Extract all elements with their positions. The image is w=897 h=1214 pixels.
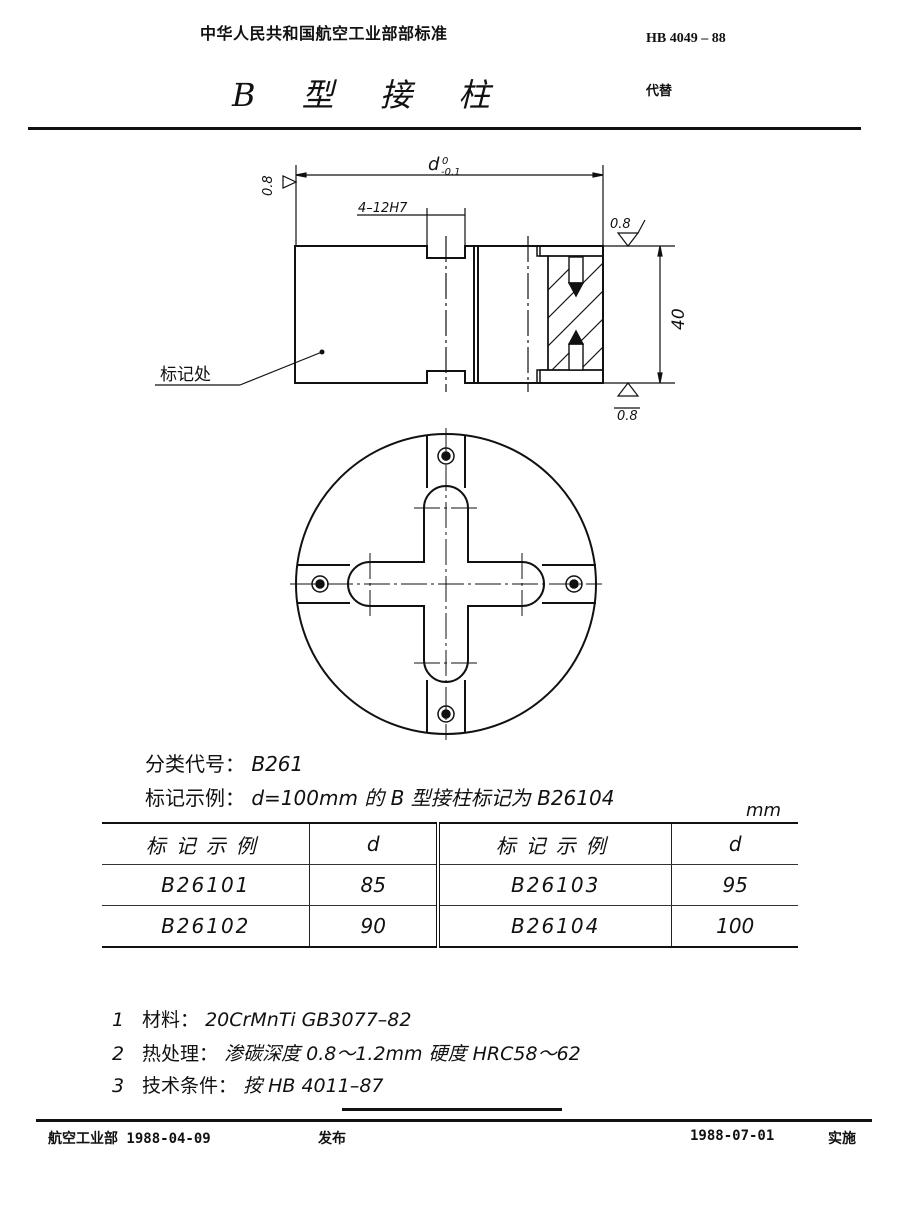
table-header-row: 标记示例 d 标记示例 d	[102, 822, 798, 865]
classification-value: B261	[251, 752, 304, 776]
cell-d: 95	[671, 864, 798, 906]
cell-d: 85	[309, 864, 441, 906]
notes-end-rule	[342, 1108, 562, 1111]
cell-code: B26102	[102, 905, 311, 948]
effective-date: 1988-07-01	[690, 1128, 775, 1144]
cell-code: B26104	[438, 905, 673, 948]
marking-example-value: d=100mm 的 B 型接柱标记为 B26104	[251, 786, 615, 810]
replaces-label: 代替	[646, 84, 673, 99]
note-text: 渗碳深度 0.8～1.2mm 硬度 HRC58～62	[224, 1043, 581, 1065]
dimension-d-tol-upper: 0	[442, 156, 448, 167]
spec-table: 标记示例 d 标记示例 d B26101 85 B26103 95 B26102…	[102, 822, 798, 948]
table-row: B26101 85 B26103 95	[102, 864, 798, 906]
roughness-bottom-right: 0.8	[617, 409, 638, 424]
note-label: 材料	[142, 1009, 181, 1031]
cell-d: 90	[309, 905, 441, 948]
hole-callout: 4–12H7	[358, 201, 408, 216]
marking-location-label: 标记处	[160, 365, 211, 385]
note-text: 按 HB 4011–87	[243, 1075, 384, 1097]
cell-code: B26103	[438, 864, 673, 906]
issuer-date: 航空工业部 1988-04-09	[48, 1131, 211, 1147]
dimension-d-label: d	[428, 154, 440, 175]
dimension-d-tol-lower: -0.1	[441, 167, 461, 178]
marking-example-label: 标记示例	[145, 786, 225, 810]
header-marking-example: 标记示例	[102, 822, 311, 865]
header-marking-example: 标记示例	[438, 822, 673, 865]
header-rule	[28, 127, 861, 130]
document-title: B 型 接 柱	[232, 76, 509, 114]
classification-label: 分类代号	[145, 752, 225, 776]
issued-label: 发布	[318, 1131, 346, 1147]
table-row: B26102 90 B26104 100	[102, 905, 798, 948]
technical-drawing: d 0 -0.1 4–12H7 0.8 0.8 0.8 40 标记处	[155, 154, 689, 740]
note-label: 技术条件	[142, 1075, 219, 1097]
note-label: 热处理	[142, 1043, 200, 1065]
note-number: 2	[112, 1043, 125, 1065]
organization-title: 中华人民共和国航空工业部部标准	[200, 24, 448, 43]
header-d: d	[309, 822, 441, 865]
height-dimension: 40	[669, 308, 689, 330]
roughness-top-right: 0.8	[610, 217, 631, 232]
cell-code: B26101	[102, 864, 311, 906]
footer-rule	[36, 1119, 872, 1122]
marking-example-line: 标记示例： d=100mm 的 B 型接柱标记为 B26104	[145, 786, 615, 810]
note-text: 20CrMnTi GB3077–82	[205, 1009, 412, 1031]
header-d: d	[671, 822, 798, 865]
cell-d: 100	[671, 905, 798, 948]
note-number: 3	[112, 1075, 125, 1097]
roughness-left: 0.8	[261, 175, 276, 196]
note-number: 1	[112, 1009, 125, 1031]
classification-line: 分类代号： B261	[145, 752, 304, 776]
unit-label: mm	[746, 800, 782, 821]
effective-label: 实施	[828, 1131, 856, 1147]
standard-code: HB 4049 – 88	[646, 31, 726, 46]
